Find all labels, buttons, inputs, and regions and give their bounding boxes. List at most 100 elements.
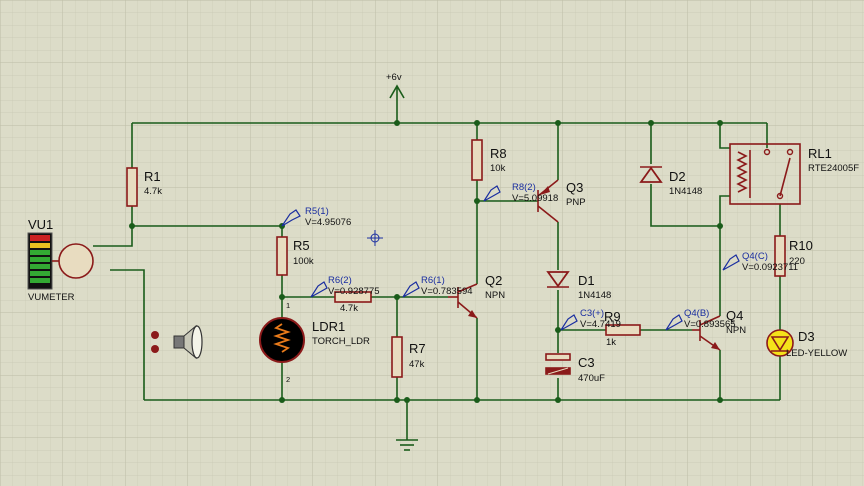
r9-ref: R9: [604, 309, 621, 324]
r7-value: 47k: [409, 359, 425, 370]
vu-input-wire[interactable]: [93, 226, 133, 247]
c3-value: 470uF: [578, 373, 605, 384]
transistor-q3[interactable]: Q3 PNP: [537, 179, 586, 223]
coil-top-wire[interactable]: [719, 123, 730, 149]
resistor-r1[interactable]: R1 4.7k: [126, 167, 162, 207]
transistor-q2[interactable]: Q2 NPN: [448, 273, 505, 319]
vumeter-vu1[interactable]: VU1 VUMETER: [27, 217, 94, 303]
junction-dot: [555, 120, 561, 126]
r1-ref: R1: [144, 169, 161, 184]
junction-dot: [394, 120, 400, 126]
r5-ref: R5: [293, 238, 310, 253]
ground-terminal[interactable]: [396, 439, 418, 451]
relay-rl1[interactable]: RL1 RTE24005F: [729, 143, 859, 205]
junction-dot: [555, 327, 561, 333]
d2-bottom-wire[interactable]: [650, 184, 720, 227]
q4-ref: Q4: [726, 308, 743, 323]
q3-ref: Q3: [566, 180, 583, 195]
probe-r6a[interactable]: R6(2) V=0.928775: [310, 275, 380, 298]
q2-ref: Q2: [485, 273, 502, 288]
r5-value: 100k: [293, 256, 314, 267]
resistor-r6[interactable]: 4.7k: [334, 291, 372, 314]
probe-r6b-name: R6(1): [421, 275, 445, 286]
r9-value: 1k: [606, 337, 616, 348]
resistor-r7[interactable]: R7 47k: [391, 336, 426, 378]
junction-dot: [555, 397, 561, 403]
probe-c3[interactable]: C3(+) V=4.7419: [560, 308, 621, 331]
d1-value: 1N4148: [578, 290, 611, 301]
junction-dot: [717, 397, 723, 403]
resistor-r10[interactable]: R10 220: [774, 235, 813, 277]
rl1-ref: RL1: [808, 146, 832, 161]
probe-r8-reading: V=5.09918: [512, 193, 558, 204]
q2-value: NPN: [485, 290, 505, 301]
probe-r6a-name: R6(2): [328, 275, 352, 286]
d3-ref: D3: [798, 329, 815, 344]
junction-dot: [394, 294, 400, 300]
diode-d2[interactable]: D2 1N4148: [639, 166, 702, 197]
resistor-r5[interactable]: R5 100k: [276, 236, 314, 276]
vu1-ref: VU1: [28, 217, 53, 232]
probe-q4c-name: Q4(C): [742, 251, 768, 262]
junction-dot: [648, 120, 654, 126]
r8-value: 10k: [490, 163, 506, 174]
torch-icon[interactable]: [151, 324, 203, 360]
r6-value: 4.7k: [340, 303, 358, 314]
probe-q4b[interactable]: Q4(B) V=0.893565: [665, 308, 736, 331]
junction-dot: [129, 223, 135, 229]
junction-dot: [474, 397, 480, 403]
wires[interactable]: [93, 100, 781, 440]
junction-dot: [474, 120, 480, 126]
probe-r5[interactable]: R5(1) V=4.95076: [281, 206, 351, 228]
vu-ground-wire[interactable]: [110, 269, 145, 400]
resistor-r8[interactable]: R8 10k: [471, 139, 507, 181]
led-d3[interactable]: D3 LED-YELLOW: [766, 329, 847, 359]
d1-ref: D1: [578, 273, 595, 288]
junction-dot: [717, 223, 723, 229]
capacitor-c3[interactable]: C3 470uF: [545, 353, 605, 384]
junction-dot: [404, 397, 410, 403]
q3-value: PNP: [566, 197, 586, 208]
probe-r5-reading: V=4.95076: [305, 217, 351, 228]
r10-value: 220: [789, 256, 805, 267]
c3-ref: C3: [578, 355, 595, 370]
rl1-value: RTE24005F: [808, 163, 859, 174]
junction-dot: [474, 198, 480, 204]
junction-dot: [279, 397, 285, 403]
d2-ref: D2: [669, 169, 686, 184]
probe-r6b-reading: V=0.783594: [421, 286, 473, 297]
d3-value: LED-YELLOW: [786, 348, 847, 359]
probe-r6a-reading: V=0.928775: [328, 286, 380, 297]
diode-d1[interactable]: D1 1N4148: [546, 271, 611, 301]
probe-r6b[interactable]: R6(1) V=0.783594: [402, 275, 473, 298]
ldr1-value: TORCH_LDR: [312, 336, 370, 347]
d2-value: 1N4148: [669, 186, 702, 197]
probe-q4b-name: Q4(B): [684, 308, 709, 319]
ldr1-pin1: 1: [286, 301, 290, 310]
probe-r5-name: R5(1): [305, 206, 329, 217]
probe-r8[interactable]: R8(2) V=5.09918: [483, 182, 558, 204]
resistor-r9[interactable]: R9 1k: [604, 309, 641, 348]
ldr-ldr1[interactable]: 1 2 LDR1 TORCH_LDR: [259, 301, 370, 384]
junction-dot: [394, 397, 400, 403]
r7-ref: R7: [409, 341, 426, 356]
junctions: [129, 120, 723, 403]
r1-value: 4.7k: [144, 186, 162, 197]
probe-r8-name: R8(2): [512, 182, 536, 193]
power-label: +6v: [386, 72, 402, 83]
probe-c3-name: C3(+): [580, 308, 604, 319]
probe-q4c[interactable]: Q4(C) V=0.0923711: [722, 251, 798, 273]
vu1-value: VUMETER: [28, 292, 75, 303]
r8-ref: R8: [490, 146, 507, 161]
q4-value: NPN: [726, 325, 746, 336]
r10-ref: R10: [789, 238, 813, 253]
probe-q4b-reading: V=0.893565: [684, 319, 736, 330]
junction-dot: [279, 294, 285, 300]
transistor-q4[interactable]: Q4 NPN: [692, 308, 746, 351]
crosshair-icon: [367, 230, 383, 246]
probe-q4c-reading: V=0.0923711: [742, 262, 798, 273]
power-terminal[interactable]: +6v: [386, 72, 405, 100]
coil-bottom-wire[interactable]: [719, 195, 730, 316]
